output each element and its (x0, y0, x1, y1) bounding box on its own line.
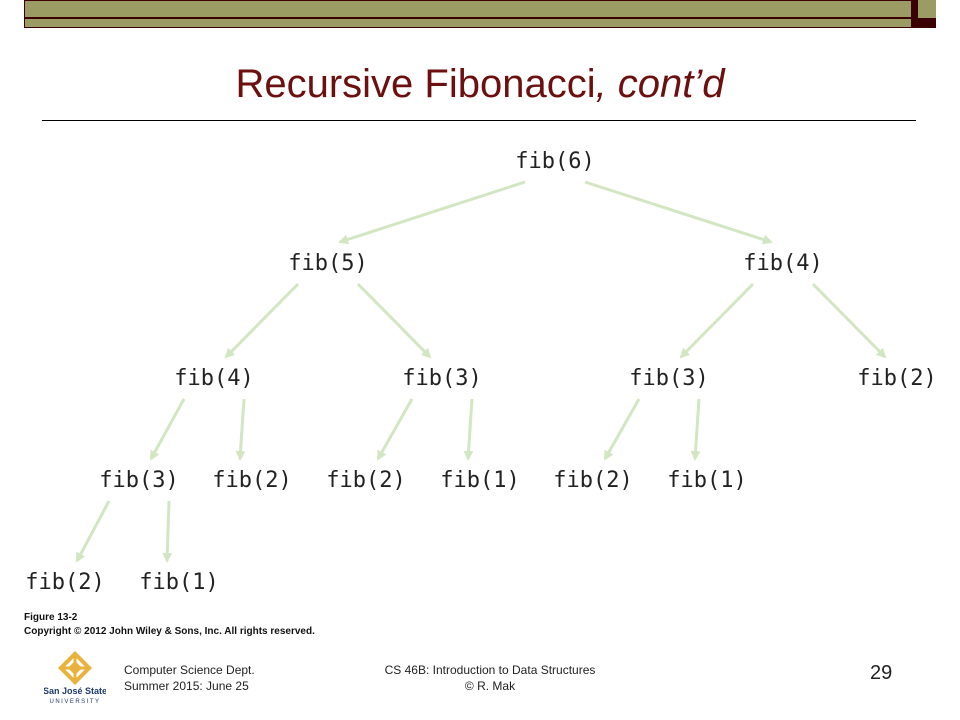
footer-author: © R. Mak (464, 679, 516, 693)
tree-node-fib5: fib(5) (288, 251, 367, 276)
tree-edge-n4-n9 (376, 398, 414, 461)
title-main: Recursive Fibonacci (235, 62, 596, 106)
tree-node-fib2-d: fib(2) (553, 468, 632, 493)
tree-edge-n0-n1 (338, 180, 526, 245)
tree-node-fib1-c: fib(1) (139, 570, 218, 595)
tree-edge-n5-n12 (690, 398, 701, 461)
footer-left: Computer Science Dept. Summer 2015: June… (124, 662, 255, 694)
footer-dept: Computer Science Dept. (124, 663, 255, 677)
page-number: 29 (870, 662, 893, 684)
slide-title: Recursive Fibonacci, cont’d (0, 56, 960, 112)
tree-node-fib3-b: fib(3) (629, 366, 708, 391)
tree-edge-n5-n11 (603, 398, 641, 461)
tree-node-fib4-right: fib(4) (743, 251, 822, 276)
tree-edge-n7-n13 (75, 500, 111, 563)
top-decor-bar (24, 0, 912, 28)
tree-edge-n2-n5 (679, 282, 755, 359)
tree-node-fib3-c: fib(3) (99, 468, 178, 493)
logo-text-name: San José State (44, 686, 106, 696)
tree-node-fib1-a: fib(1) (440, 468, 519, 493)
title-rule (42, 120, 916, 121)
tree-edge-n3-n7 (149, 398, 186, 461)
corner-decor-light (918, 0, 936, 18)
footer-course: CS 46B: Introduction to Data Structures (384, 663, 596, 677)
tree-edges (75, 180, 887, 563)
logo-text-university: UNIVERSITY (49, 699, 100, 705)
tree-edge-n2-n6 (811, 282, 887, 359)
tree-edge-n1-n4 (356, 282, 432, 359)
tree-node-fib2-e: fib(2) (25, 570, 104, 595)
tree-node-fib4-left: fib(4) (174, 366, 253, 391)
footer-date: Summer 2015: June 25 (124, 679, 249, 693)
footer-center: CS 46B: Introduction to Data Structures … (330, 662, 650, 694)
tree-nodes: fib(6) fib(5) fib(4) fib(4) fib(3) fib(3… (25, 149, 936, 595)
tree-node-fib2-b: fib(2) (212, 468, 291, 493)
tree-node-fib3-a: fib(3) (402, 366, 481, 391)
tree-node-fib6-root: fib(6) (515, 149, 594, 174)
copyright-note: Copyright © 2012 John Wiley & Sons, Inc.… (24, 626, 315, 637)
university-logo: San José State UNIVERSITY (44, 651, 106, 705)
tree-node-fib2-c: fib(2) (326, 468, 405, 493)
tree-node-fib2-a: fib(2) (857, 366, 936, 391)
tree-edge-n7-n14 (162, 500, 173, 563)
tree-edge-n3-n8 (235, 398, 246, 461)
top-decor-line (24, 17, 912, 19)
title-italic: , cont’d (595, 62, 725, 106)
tree-edge-n0-n2 (584, 180, 773, 245)
tree-edge-n1-n3 (224, 282, 300, 359)
figure-label: Figure 13-2 (24, 612, 78, 623)
figure-caption: Figure 13-2 Copyright © 2012 John Wiley … (24, 611, 315, 639)
tree-node-fib1-b: fib(1) (667, 468, 746, 493)
tree-edge-n4-n10 (463, 398, 474, 461)
